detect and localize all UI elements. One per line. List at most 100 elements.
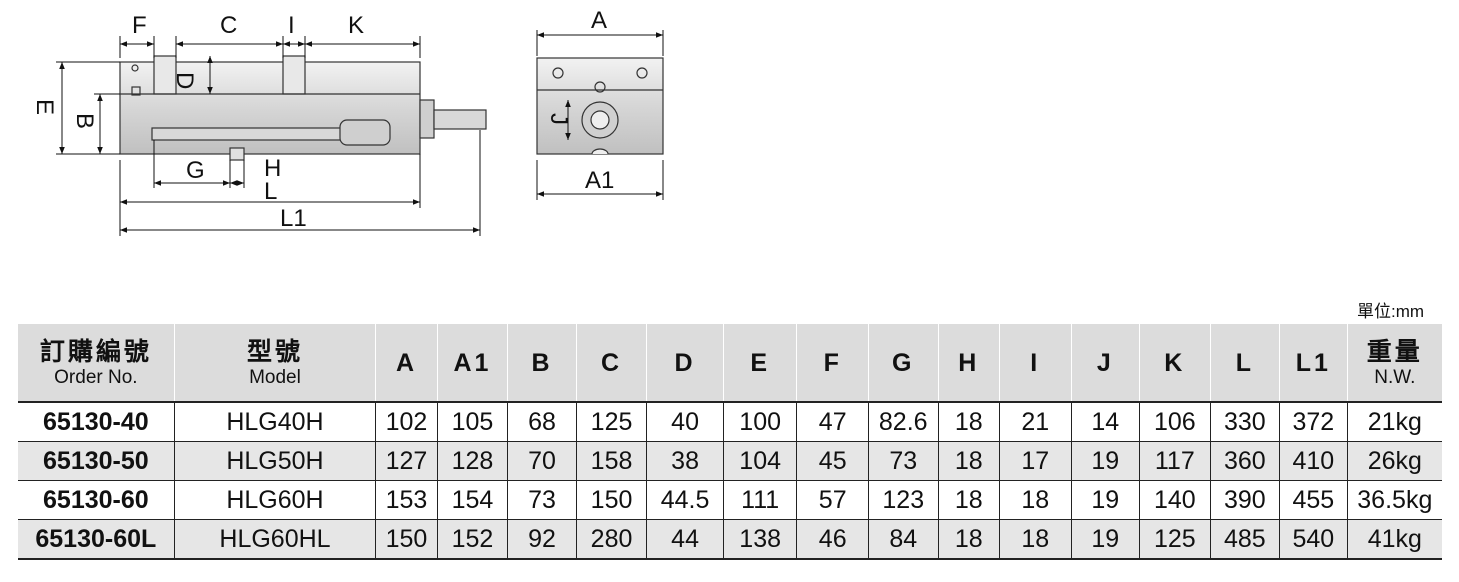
value-cell: 18 <box>998 519 1072 559</box>
value-cell: 360 <box>1209 441 1280 481</box>
value-cell: 125 <box>1139 519 1211 559</box>
header-cell: A1 <box>436 324 508 402</box>
header-cell: J <box>1070 324 1140 402</box>
value-cell: 18 <box>937 519 1000 559</box>
value-cell: 123 <box>867 480 939 520</box>
side-labels: F C I K D E B G H L L1 <box>31 12 364 232</box>
value-cell: 100 <box>722 402 797 442</box>
value-cell: 150 <box>375 519 438 559</box>
label-H: H <box>264 155 281 182</box>
value-cell: 150 <box>575 480 647 520</box>
front-labels: A A1 J <box>545 7 614 194</box>
label-B: B <box>71 113 98 129</box>
value-cell: 38 <box>646 441 724 481</box>
value-cell: 14 <box>1070 402 1140 442</box>
value-cell: 68 <box>507 402 577 442</box>
header-sublabel: N.W. <box>1374 366 1416 388</box>
label-F: F <box>132 12 147 39</box>
front-dimensions <box>536 30 664 200</box>
value-cell: 140 <box>1139 480 1211 520</box>
label-I: I <box>288 12 295 39</box>
model-cell: HLG60HL <box>173 519 376 559</box>
unit-label: 單位:mm <box>1357 302 1425 321</box>
label-A1: A1 <box>585 167 614 194</box>
order-number-cell: 65130-40 <box>43 407 149 436</box>
side-dimensions <box>56 36 481 236</box>
value-cell: 153 <box>375 480 438 520</box>
header-sublabel: Model <box>249 366 301 388</box>
value-cell: 70 <box>507 441 577 481</box>
value-cell: 19 <box>1070 519 1140 559</box>
order-number-cell: 65130-60 <box>43 485 149 514</box>
value-cell: 26kg <box>1346 441 1442 481</box>
value-cell: 128 <box>436 441 508 481</box>
header-label: K <box>1164 348 1186 377</box>
side-view <box>119 55 487 161</box>
value-cell: 117 <box>1139 441 1211 481</box>
value-cell: 18 <box>937 480 1000 520</box>
value-cell: 280 <box>575 519 647 559</box>
value-cell: 158 <box>575 441 647 481</box>
header-cell: L <box>1209 324 1280 402</box>
value-cell: 21kg <box>1346 402 1442 442</box>
label-E: E <box>31 99 58 115</box>
header-label: C <box>601 348 623 377</box>
header-label: 重量 <box>1366 337 1423 366</box>
value-cell: 92 <box>507 519 577 559</box>
header-label: A1 <box>453 348 492 377</box>
value-cell: 138 <box>722 519 797 559</box>
header-cell: A <box>375 324 438 402</box>
value-cell: 19 <box>1070 480 1140 520</box>
header-label: I <box>1030 348 1041 377</box>
value-cell: 330 <box>1209 402 1280 442</box>
order-number-cell: 65130-60L <box>18 519 175 559</box>
value-cell: 540 <box>1279 519 1348 559</box>
header-cell: L1 <box>1279 324 1348 402</box>
model-cell: HLG60H <box>173 480 376 520</box>
header-cell: D <box>646 324 724 402</box>
value-cell: 19 <box>1070 441 1140 481</box>
value-cell: 41kg <box>1346 519 1442 559</box>
value-cell: 106 <box>1139 402 1211 442</box>
order-number-cell: 65130-50 <box>18 441 175 481</box>
header-cell: F <box>796 324 869 402</box>
value-cell: 73 <box>507 480 577 520</box>
value-cell: 102 <box>375 402 438 442</box>
value-cell: 455 <box>1279 480 1348 520</box>
label-D: D <box>171 72 198 89</box>
technical-drawing: F C I K D E B G H L L1 A A1 J <box>31 7 664 236</box>
value-cell: 125 <box>575 402 647 442</box>
header-cell: E <box>722 324 797 402</box>
label-K: K <box>348 12 364 39</box>
value-cell: 105 <box>436 402 508 442</box>
header-label: J <box>1096 348 1114 377</box>
value-cell: 47 <box>796 402 869 442</box>
value-cell: 18 <box>937 441 1000 481</box>
label-G: G <box>186 157 205 184</box>
value-cell: 18 <box>998 480 1072 520</box>
label-J: J <box>545 113 572 125</box>
value-cell: 57 <box>796 480 869 520</box>
label-A: A <box>591 7 607 34</box>
header-sublabel: Order No. <box>54 366 138 388</box>
label-C: C <box>220 12 237 39</box>
value-cell: 485 <box>1209 519 1280 559</box>
value-cell: 152 <box>436 519 508 559</box>
value-cell: 372 <box>1279 402 1348 442</box>
header-label: 型號 <box>246 337 303 366</box>
header-label: L <box>1235 348 1254 377</box>
header-label: E <box>750 348 770 377</box>
header-label: H <box>958 348 980 377</box>
header-label: B <box>531 348 553 377</box>
model-cell: HLG40H <box>173 402 376 442</box>
value-cell: 390 <box>1209 480 1280 520</box>
header-label: L1 <box>1295 348 1331 377</box>
header-cell: G <box>867 324 939 402</box>
